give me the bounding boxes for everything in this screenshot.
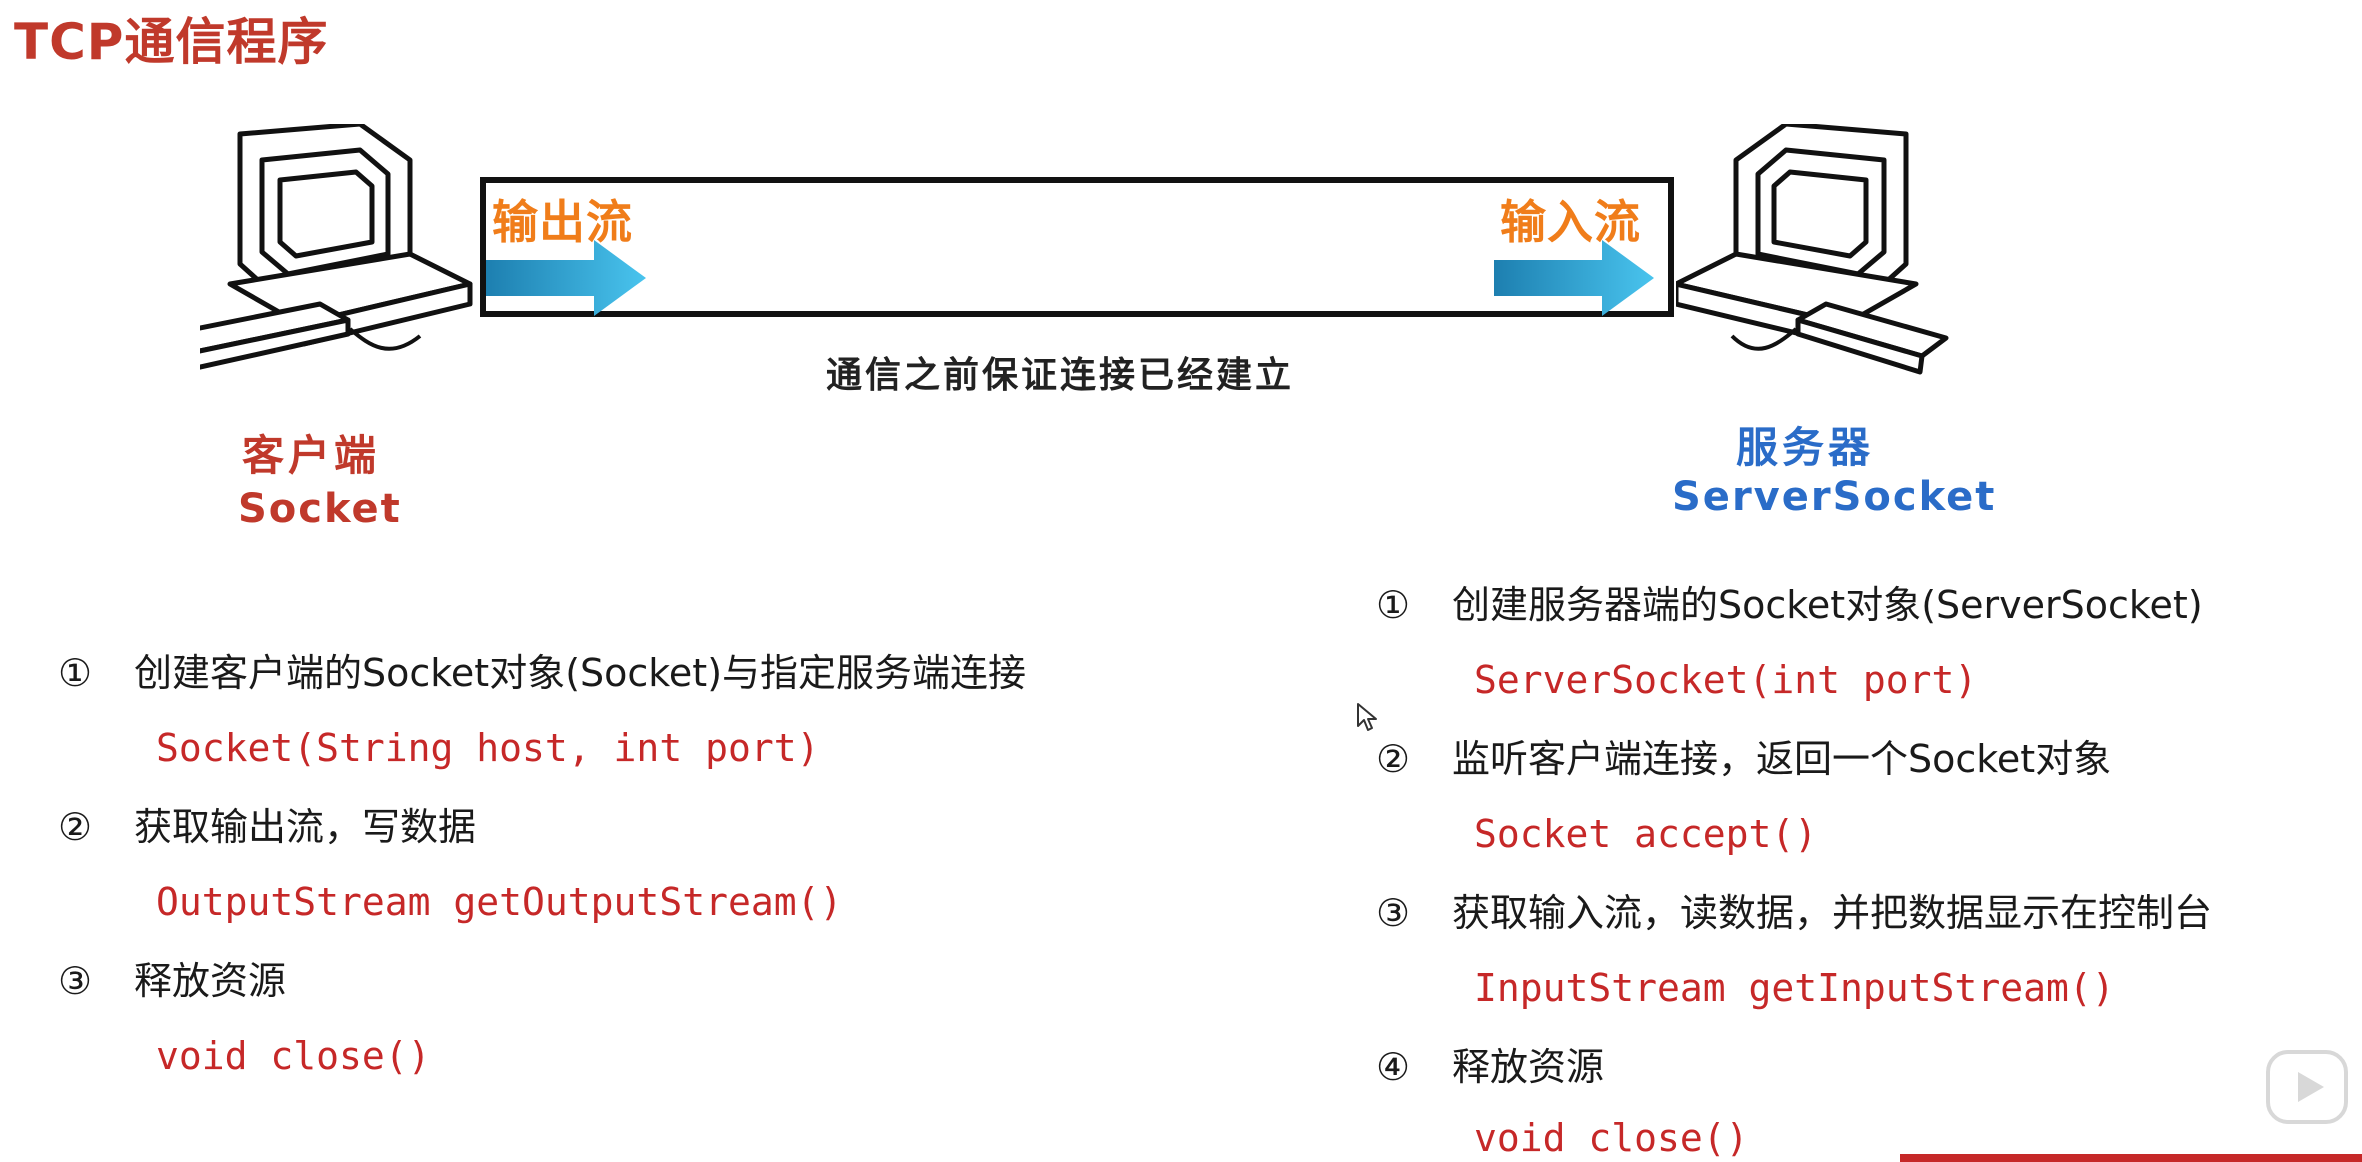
step-text: 创建服务器端的Socket对象(ServerSocket) (1452, 583, 2203, 627)
mouse-cursor-icon (1357, 703, 1377, 731)
step-number: ③ (58, 959, 93, 1003)
client-step-3: ③ 释放资源 (58, 950, 286, 1005)
server-computer-icon (1676, 124, 1949, 375)
client-step-1: ① 创建客户端的Socket对象(Socket)与指定服务端连接 (58, 642, 1026, 697)
server-step-1: ① 创建服务器端的Socket对象(ServerSocket) (1376, 574, 2203, 629)
server-class-label: ServerSocket (1672, 474, 1997, 520)
stream-pipe (480, 177, 1674, 317)
step-text: 创建客户端的Socket对象(Socket)与指定服务端连接 (134, 651, 1027, 695)
play-icon[interactable] (2266, 1050, 2348, 1124)
step-text: 释放资源 (1452, 1045, 1605, 1089)
page-title: TCP通信程序 (14, 13, 329, 71)
server-step-4-code: void close() (1474, 1116, 1749, 1160)
step-text: 释放资源 (134, 959, 287, 1003)
client-step-2-code: OutputStream getOutputStream() (156, 880, 843, 924)
step-number: ② (1376, 737, 1411, 781)
client-step-1-code: Socket(String host, int port) (156, 726, 820, 770)
server-step-2: ② 监听客户端连接，返回一个Socket对象 (1376, 728, 2111, 783)
connection-note: 通信之前保证连接已经建立 (826, 355, 1295, 396)
step-number: ① (58, 651, 93, 695)
step-text: 获取输出流，写数据 (134, 805, 477, 849)
step-number: ④ (1376, 1045, 1411, 1089)
client-step-2: ② 获取输出流，写数据 (58, 796, 476, 851)
step-number: ② (58, 805, 93, 849)
progress-bar (1900, 1154, 2362, 1162)
arrow-right-icon (1494, 240, 1654, 316)
client-class-label: Socket (238, 486, 402, 532)
input-stream-label: 输入流 (1500, 195, 1641, 249)
client-computer-icon (200, 124, 473, 370)
server-step-4: ④ 释放资源 (1376, 1036, 1604, 1091)
client-role-label: 客户端 (242, 431, 381, 480)
server-step-2-code: Socket accept() (1474, 812, 1818, 856)
step-text: 获取输入流，读数据，并把数据显示在控制台 (1452, 891, 2213, 935)
step-number: ① (1376, 583, 1411, 627)
server-step-3: ③ 获取输入流，读数据，并把数据显示在控制台 (1376, 882, 2212, 937)
output-stream-label: 输出流 (492, 195, 633, 249)
step-text: 监听客户端连接，返回一个Socket对象 (1452, 737, 2112, 781)
arrow-right-icon (486, 240, 646, 316)
server-role-label: 服务器 (1736, 423, 1875, 472)
server-step-1-code: ServerSocket(int port) (1474, 658, 1978, 702)
client-step-3-code: void close() (156, 1034, 431, 1078)
server-step-3-code: InputStream getInputStream() (1474, 966, 2115, 1010)
step-number: ③ (1376, 891, 1411, 935)
tcp-diagram: 输出流 输入流 通信之前保证连接已经建立 客户端 Socket 服务器 Serv… (0, 0, 2362, 560)
